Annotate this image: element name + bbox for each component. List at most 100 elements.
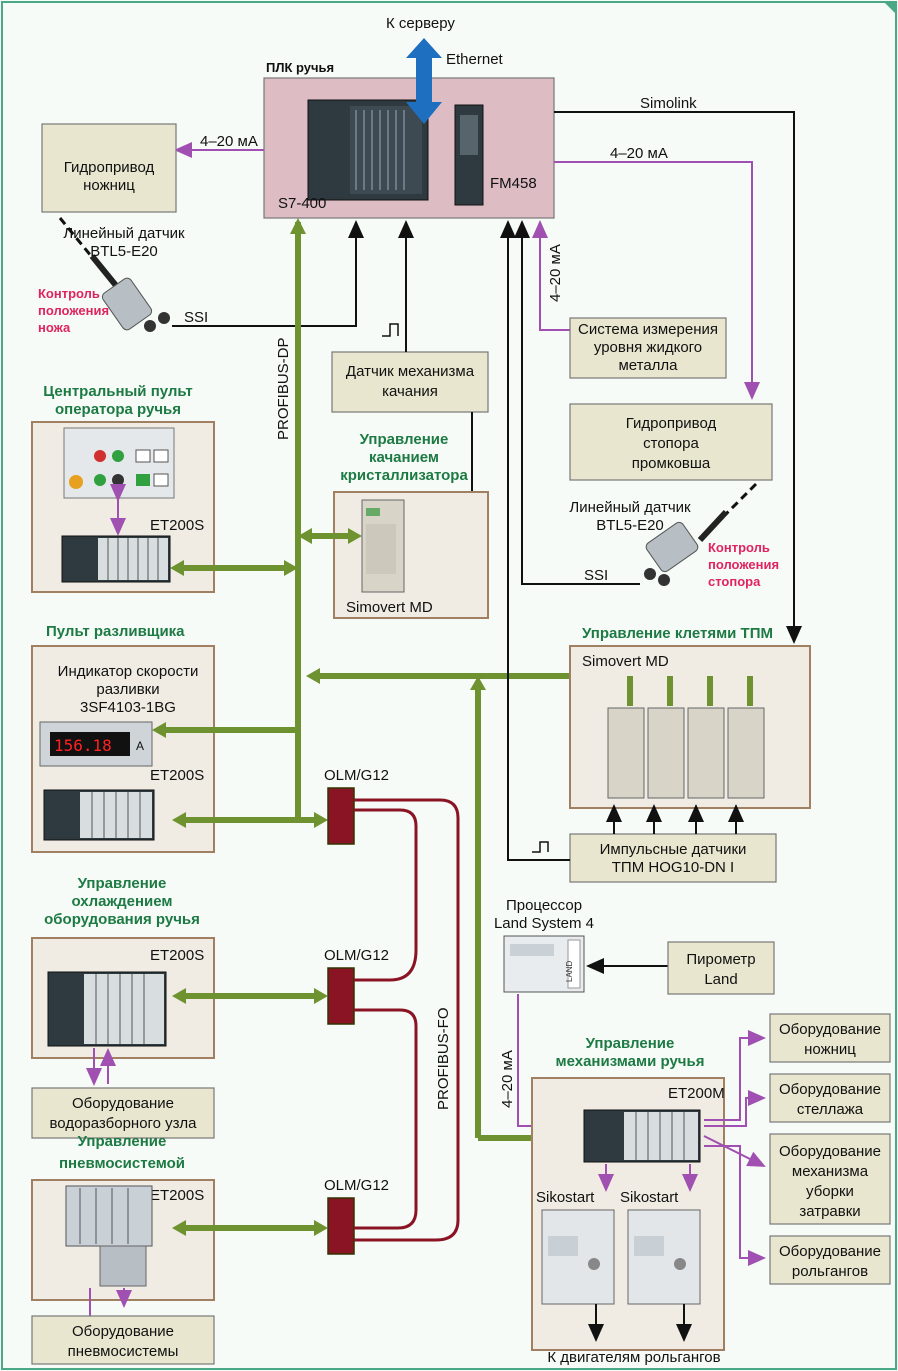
- io-rack-icon: [47, 971, 167, 1047]
- pyrometer-label-1: Пирометр: [686, 951, 755, 968]
- pulse-sensors-box: [569, 833, 777, 883]
- water-label-2: водоразборного узла: [50, 1115, 198, 1132]
- mech-ctrl-title-2: механизмами ручья: [555, 1053, 704, 1070]
- hydraulic-shears-label-2: ножниц: [83, 177, 135, 194]
- simovert1-label: Simovert MD: [346, 599, 433, 616]
- land-logo: LAND: [565, 960, 574, 982]
- knife-ctrl-label-2: положения: [38, 303, 109, 318]
- processor-label-1: Процессор: [506, 897, 582, 914]
- mech-ctrl-title-1: Управление: [586, 1035, 675, 1052]
- ma-bottom-label: 4–20 мА: [499, 1050, 516, 1108]
- linear-sensor2-label-1: Линейный датчик: [569, 499, 691, 516]
- linear-sensor2-label-2: BTL5-E20: [596, 517, 664, 534]
- drive-icon: [361, 499, 405, 593]
- s7-400-label: S7-400: [278, 195, 326, 212]
- eq-dummy-label-2: механизма: [792, 1163, 869, 1180]
- pyrometer-box: [667, 941, 775, 995]
- eq-roller-label-1: Оборудование: [779, 1243, 881, 1260]
- melt-level-label-1: Система измерения: [578, 321, 718, 338]
- melt-level-label-2: уровня жидкого: [594, 339, 702, 356]
- mould-ctrl-title-1: Управление: [360, 431, 449, 448]
- linear-sensor-icon: [89, 254, 170, 332]
- mould-ctrl-title-3: кристаллизатора: [340, 467, 468, 484]
- pneu-eq-label-1: Оборудование: [72, 1323, 174, 1340]
- simovert2-label: Simovert MD: [582, 653, 669, 670]
- s7-400-rack-icon: [307, 99, 429, 201]
- ssi2-line: [514, 220, 640, 585]
- cooling-title-1: Управление: [78, 875, 167, 892]
- to-server-label: К серверу: [386, 15, 455, 32]
- knife-ctrl-label-3: ножа: [38, 320, 71, 335]
- ma-label-top-right: 4–20 мА: [610, 145, 668, 162]
- et200s-4-label: ET200S: [150, 1187, 204, 1204]
- pulse-lines: [606, 804, 744, 834]
- speed-indicator-label-2: разливки: [96, 681, 159, 698]
- olm2-label: OLM/G12: [324, 947, 389, 964]
- stopper-ctrl-label-3: стопора: [708, 574, 761, 589]
- profibus-fo-fiber: [354, 798, 460, 1242]
- ssi2-label: SSI: [584, 567, 608, 584]
- oscillation-sensor-box: [331, 351, 489, 413]
- ma-vertical-label: 4–20 мА: [547, 244, 564, 302]
- caster-panel-title: Пульт разливщика: [46, 623, 185, 640]
- linear-sensor1-label-2: BTL5-E20: [90, 243, 158, 260]
- eq-dummy-label-3: уборки: [806, 1183, 854, 1200]
- knife-ctrl-label-1: Контроль: [38, 286, 100, 301]
- eq-dummy-box: [769, 1133, 891, 1225]
- display-unit: A: [136, 739, 144, 753]
- speed-indicator-label-1: Индикатор скорости: [58, 663, 199, 680]
- pulse-symbol-1: [382, 323, 399, 337]
- stand-ctrl-title: Управление клетями ТПМ: [582, 625, 773, 642]
- melt-level-label-3: металла: [618, 357, 678, 374]
- fm458-module-icon: [454, 104, 484, 206]
- speed-indicator-label-3: 3SF4103-1BG: [80, 699, 176, 716]
- water-label-1: Оборудование: [72, 1095, 174, 1112]
- et200m-label: ET200M: [668, 1085, 725, 1102]
- cooling-title-3: оборудования ручья: [44, 911, 200, 928]
- sensor2-rod: [720, 482, 758, 520]
- ma-line-stopper: [554, 161, 760, 400]
- eq-rack-label-1: Оборудование: [779, 1081, 881, 1098]
- display-value: 156.18: [54, 736, 112, 755]
- ssi1-label: SSI: [184, 309, 208, 326]
- stopper-hydraulic-label-3: промковша: [632, 455, 711, 472]
- plc-title: ПЛК ручья: [266, 60, 334, 75]
- oscillation-sensor-label-1: Датчик механизма: [346, 363, 475, 380]
- eq-dummy-label-1: Оборудование: [779, 1143, 881, 1160]
- display-icon: 156.18 A: [39, 721, 153, 767]
- eq-dummy-label-4: затравки: [799, 1203, 860, 1220]
- sikostart2-label: Sikostart: [620, 1189, 679, 1206]
- ma-label-top-left: 4–20 мА: [200, 133, 258, 150]
- et200s-2-label: ET200S: [150, 767, 204, 784]
- eq-roller-label-2: рольгангов: [792, 1263, 868, 1280]
- eq-rack-label-2: стеллажа: [797, 1101, 864, 1118]
- eq-shears-box: [769, 1013, 891, 1063]
- eq-roller-box: [769, 1235, 891, 1285]
- central-panel-title-2: оператора ручья: [55, 401, 181, 418]
- fm458-label: FM458: [490, 175, 537, 192]
- pneu-eq-label-2: пневмосистемы: [68, 1343, 179, 1360]
- pneu-title-1: Управление: [78, 1133, 167, 1150]
- pneu-title-2: пневмосистемой: [59, 1155, 185, 1172]
- stopper-ctrl-label-1: Контроль: [708, 540, 770, 555]
- pyrometer-label-2: Land: [704, 971, 737, 988]
- melt-level-line: [532, 220, 570, 331]
- io-rack-icon: [61, 535, 171, 583]
- processor-label-2: Land System 4: [494, 915, 594, 932]
- mould-ctrl-title-2: качанием: [369, 449, 439, 466]
- water-box: [31, 1087, 215, 1139]
- profibus-dp-label: PROFIBUS-DP: [275, 337, 292, 440]
- et200m-fanout: [703, 1030, 766, 1266]
- hydraulic-shears-label-1: Гидропривод: [64, 159, 155, 176]
- linear-sensor-icon: [644, 509, 729, 586]
- stopper-ctrl-label-2: положения: [708, 557, 779, 572]
- simolink-label: Simolink: [640, 95, 697, 112]
- hydraulic-shears-box: [41, 123, 177, 213]
- olm3-icon: [327, 1197, 355, 1255]
- to-motors-label: К двигателям рольгангов: [547, 1349, 720, 1366]
- pulse-sensors-label-1: Импульсные датчики: [600, 841, 747, 858]
- et200s-1-label: ET200S: [150, 517, 204, 534]
- profibus-fo-label: PROFIBUS-FO: [435, 1007, 452, 1110]
- et200s-3-label: ET200S: [150, 947, 204, 964]
